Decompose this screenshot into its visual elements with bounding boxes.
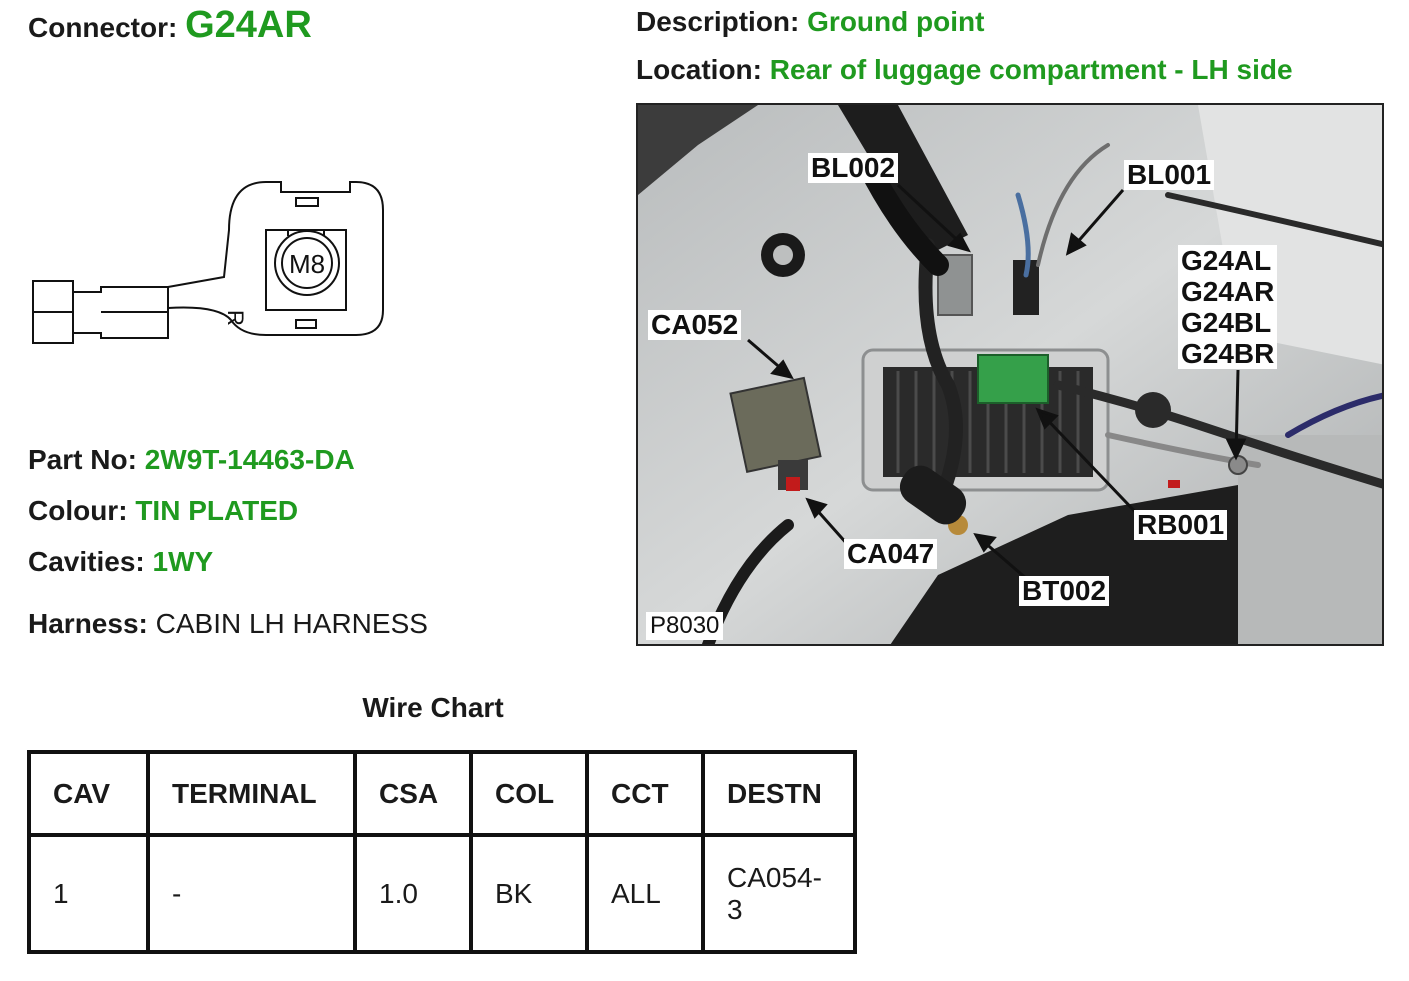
cavities-value: 1WY — [152, 546, 214, 577]
colour-label: Colour: — [28, 495, 128, 526]
photo-reference: P8030 — [646, 612, 724, 640]
callout-bl001: BL001 — [1124, 160, 1215, 190]
part-number-field: Part No: 2W9T-14463-DA — [28, 444, 355, 476]
colour-value: TIN PLATED — [135, 495, 299, 526]
table-row: 1 - 1.0 BK ALL CA054- 3 — [27, 833, 857, 954]
wire-chart-title: Wire Chart — [362, 692, 504, 723]
harness-label: Harness: — [28, 608, 148, 639]
wire-chart-header-row: CAV TERMINAL CSA COL CCT DESTN — [27, 750, 857, 837]
ring-terminal-diagram: M8 R — [32, 181, 384, 344]
callout-g24ar: G24AR — [1181, 276, 1275, 307]
description-field: Description: Ground point — [636, 6, 984, 38]
callout-g24br: G24BR — [1181, 338, 1275, 369]
connector-label: Connector: — [28, 12, 178, 43]
location-value: Rear of luggage compartment - LH side — [769, 54, 1293, 85]
header-col: COL — [469, 750, 589, 837]
callout-g24al: G24AL — [1181, 245, 1272, 276]
cell-cav: 1 — [27, 833, 150, 954]
callout-ca047: CA047 — [844, 539, 938, 569]
cell-csa: 1.0 — [353, 833, 473, 954]
photo-scene — [638, 105, 1382, 644]
callout-ca052: CA052 — [648, 310, 742, 340]
header-destn: DESTN — [701, 750, 857, 837]
side-mark-label: R — [223, 310, 248, 326]
wire-chart-table: CAV TERMINAL CSA COL CCT DESTN 1 - 1.0 B… — [27, 750, 857, 954]
stud-size-label: M8 — [289, 249, 325, 279]
cell-cct: ALL — [585, 833, 705, 954]
header-csa: CSA — [353, 750, 473, 837]
callout-rb001: RB001 — [1134, 510, 1228, 540]
part-number-label: Part No: — [28, 444, 137, 475]
connector-heading: Connector: G24AR — [28, 4, 312, 47]
description-value: Ground point — [807, 6, 985, 37]
callout-ground-group: G24AL G24AR G24BL G24BR — [1178, 245, 1278, 369]
part-number-value: 2W9T-14463-DA — [144, 444, 355, 475]
cell-destn: CA054- 3 — [701, 833, 857, 954]
description-label: Description: — [636, 6, 800, 37]
harness-value: CABIN LH HARNESS — [155, 608, 428, 639]
header-cav: CAV — [27, 750, 150, 837]
location-label: Location: — [636, 54, 762, 85]
stud-box — [265, 229, 347, 311]
location-field: Location: Rear of luggage compartment - … — [636, 54, 1293, 86]
harness-field: Harness: CABIN LH HARNESS — [28, 608, 428, 640]
callout-bl002: BL002 — [808, 153, 899, 183]
colour-field: Colour: TIN PLATED — [28, 495, 298, 527]
cavities-field: Cavities: 1WY — [28, 546, 213, 578]
callout-g24bl: G24BL — [1181, 307, 1272, 338]
cell-col: BK — [469, 833, 589, 954]
location-photo: BL002 BL001 CA052 CA047 BT002 RB001 G24A… — [636, 103, 1384, 646]
header-terminal: TERMINAL — [146, 750, 357, 837]
header-cct: CCT — [585, 750, 705, 837]
cavities-label: Cavities: — [28, 546, 145, 577]
callout-bt002: BT002 — [1019, 576, 1110, 606]
connector-id: G24AR — [185, 4, 312, 46]
cell-terminal: - — [146, 833, 357, 954]
